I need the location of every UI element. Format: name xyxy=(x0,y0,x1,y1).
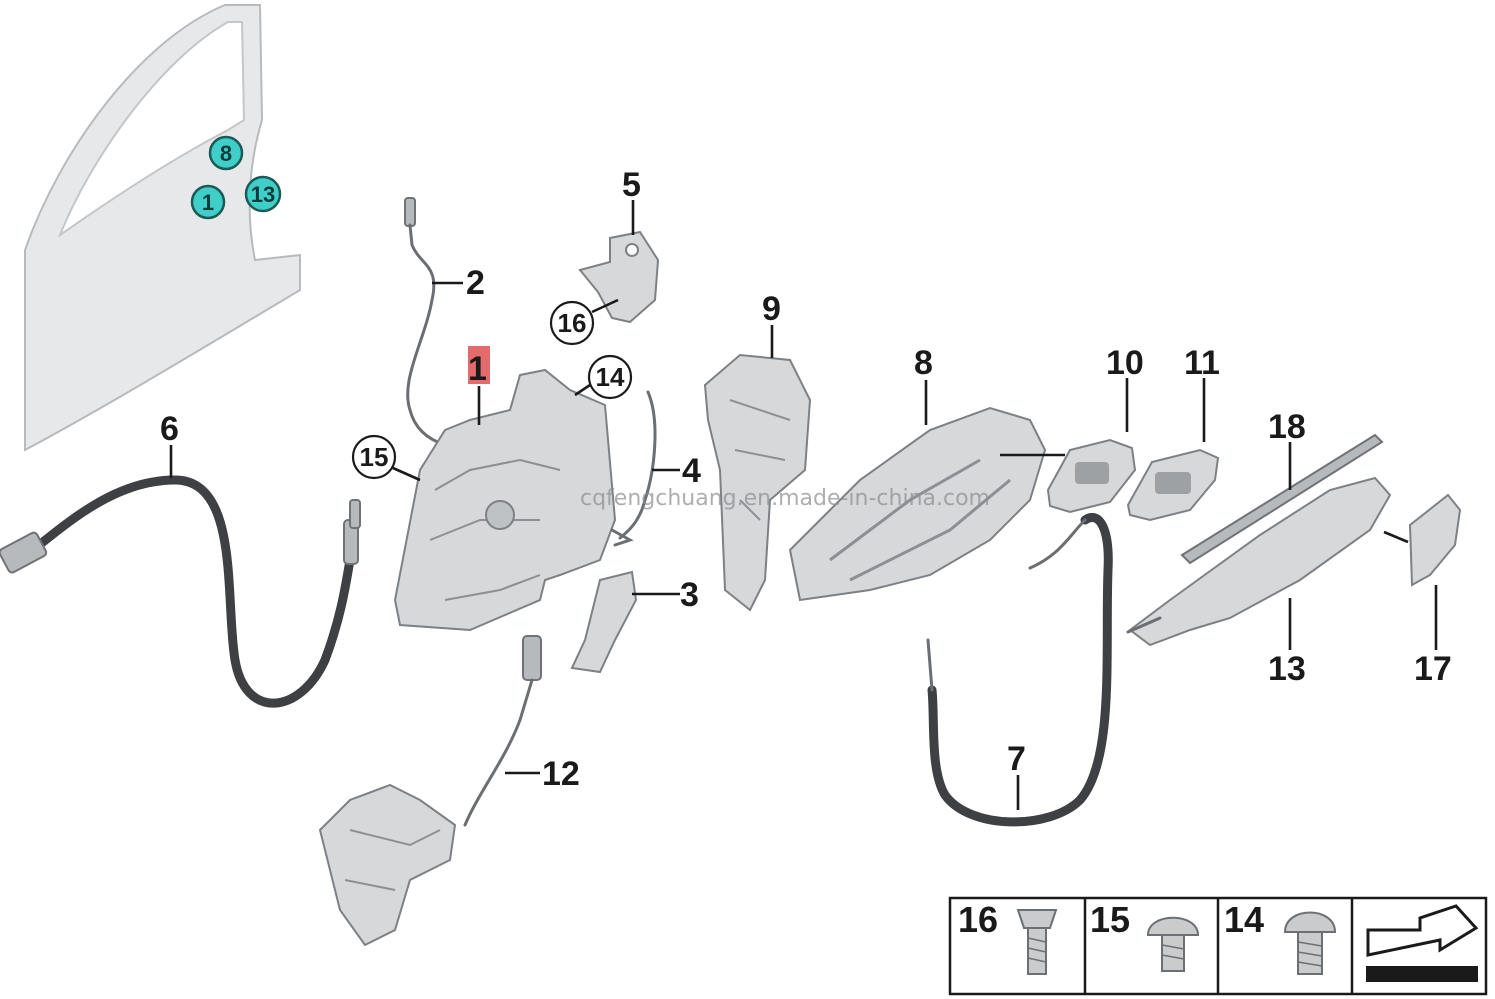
leader-14 xyxy=(574,383,591,397)
part-6-cable xyxy=(0,475,361,708)
part-number-3: 3 xyxy=(680,576,699,614)
part-2-rod xyxy=(404,197,447,447)
screw-16-icon xyxy=(1016,909,1058,975)
door-callout-1[interactable]: 1 xyxy=(190,184,226,220)
part-number-18: 18 xyxy=(1268,408,1306,446)
part-number-11: 11 xyxy=(1184,344,1220,382)
fastener-cell-14: 14 xyxy=(1224,899,1337,975)
fastener-cell-15: 15 xyxy=(1090,899,1200,972)
fastener-table xyxy=(948,896,1488,996)
leader-15 xyxy=(392,466,421,482)
part-number-6: 6 xyxy=(160,410,179,448)
circled-number-14: 14 xyxy=(596,362,625,392)
watermark: cqfengchuang.en.made-in-china.com xyxy=(580,486,990,511)
part-number-9: 9 xyxy=(762,290,781,328)
door-callout-8-label: 8 xyxy=(220,141,232,166)
part-3-bracket xyxy=(570,570,638,674)
door-callout-8[interactable]: 8 xyxy=(208,135,244,171)
part-number-17: 17 xyxy=(1414,650,1452,688)
circled-callout-14: 14 xyxy=(587,354,633,400)
part-number-1: 1 xyxy=(468,350,487,388)
part-number-13: 13 xyxy=(1268,650,1306,688)
part-number-2: 2 xyxy=(466,264,485,302)
circled-number-15: 15 xyxy=(360,442,389,472)
fastener-label-15: 15 xyxy=(1090,899,1130,940)
part-number-10: 10 xyxy=(1106,344,1144,382)
door-callout-1-label: 1 xyxy=(202,190,214,215)
forward-arrow-icon xyxy=(1366,904,1479,982)
part-5-striker xyxy=(578,230,660,324)
screw-15-icon xyxy=(1146,916,1200,972)
part-number-5: 5 xyxy=(622,166,641,204)
part-1-door-lock xyxy=(393,368,617,632)
circled-number-16: 16 xyxy=(558,308,587,338)
part-number-12: 12 xyxy=(542,755,580,793)
part-10-gasket xyxy=(1046,438,1137,514)
part-12-cable xyxy=(463,635,542,827)
part-11-gasket xyxy=(1126,448,1220,522)
fastener-label-16: 16 xyxy=(958,899,998,940)
door-panel xyxy=(24,4,301,452)
part-8-handle-carrier xyxy=(788,406,1047,602)
fastener-label-14: 14 xyxy=(1224,899,1264,940)
part-1-highlight xyxy=(468,346,490,384)
circled-callout-15: 15 xyxy=(351,434,397,480)
door-callout-13-label: 13 xyxy=(251,182,275,207)
screw-14-icon xyxy=(1283,911,1337,975)
part-number-4: 4 xyxy=(682,452,701,490)
part-17-cap xyxy=(1408,493,1462,587)
leader-16 xyxy=(591,298,619,314)
door-callout-13[interactable]: 13 xyxy=(244,175,282,213)
circled-callout-16: 16 xyxy=(549,300,595,346)
part-number-8: 8 xyxy=(914,344,933,382)
part-18-strip xyxy=(1180,433,1384,565)
fastener-cell-16: 16 xyxy=(958,899,1058,975)
part-number-7: 7 xyxy=(1007,740,1026,778)
part-13-outer-handle xyxy=(1126,476,1392,647)
leader-17 xyxy=(1383,530,1409,544)
part-12-actuator xyxy=(318,783,457,947)
part-4-rod xyxy=(610,390,657,547)
part-7-cable xyxy=(926,513,1113,827)
part-9-carrier xyxy=(703,353,812,612)
